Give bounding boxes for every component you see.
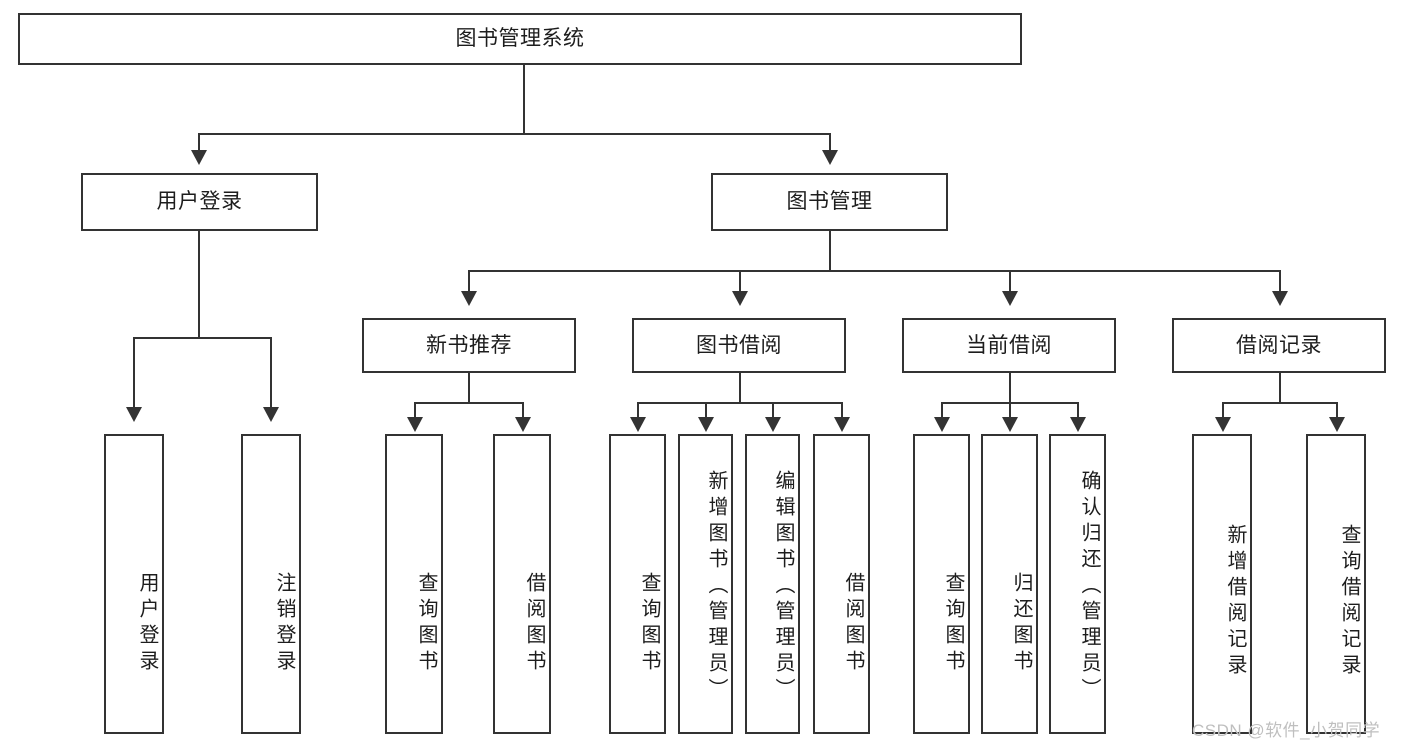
node-label: 当前借阅 [966,333,1052,357]
node-label: 确认归还（管理员） [1078,470,1100,704]
connector-borrow-record-stem [1279,373,1281,403]
connector-root-to-book-manage [829,133,831,153]
node-label: 查询借阅记录 [1338,524,1360,680]
arrowhead-leaf-borrow-book-1 [515,417,531,432]
leaf-borrow-book-2[interactable]: 借阅图书 [813,434,870,734]
node-label: 查询图书 [415,572,437,676]
node-book-management-system[interactable]: 图书管理系统 [18,13,1022,65]
connector-user-login-to-leaf-1 [133,337,135,410]
connector-br-leaf-1 [1222,402,1224,420]
connector-to-book-borrow [739,270,741,294]
connector-user-login-bus [133,337,272,339]
connector-cb-leaf-2 [1009,402,1011,420]
arrowhead-leaf-logout-login [263,407,279,422]
arrowhead-leaf-return-book [1002,417,1018,432]
connector-user-login-to-leaf-2 [270,337,272,410]
arrowhead-leaf-confirm-return [1070,417,1086,432]
node-borrow-record[interactable]: 借阅记录 [1172,318,1386,373]
arrowhead-borrow-record [1272,291,1288,306]
arrowhead-leaf-user-login [126,407,142,422]
arrowhead-leaf-query-record [1329,417,1345,432]
connector-new-book-recommend-bus [414,402,524,404]
arrowhead-leaf-add-book [698,417,714,432]
connector-bb-leaf-4 [841,402,843,420]
leaf-confirm-return[interactable]: 确认归还（管理员） [1049,434,1106,734]
connector-borrow-record-bus [1222,402,1338,404]
leaf-query-book-1[interactable]: 查询图书 [385,434,443,734]
connector-nbr-leaf-2 [522,402,524,420]
node-label: 查询图书 [942,572,964,676]
node-label: 新增借阅记录 [1224,524,1246,680]
connector-to-new-book-recommend [468,270,470,294]
connector-cb-leaf-1 [941,402,943,420]
connector-to-current-borrow [1009,270,1011,294]
node-label: 图书管理系统 [455,27,585,51]
connector-book-borrow-stem [739,373,741,403]
leaf-edit-book[interactable]: 编辑图书（管理员） [745,434,800,734]
arrowhead-book-borrow [732,291,748,306]
node-label: 用户登录 [136,572,158,676]
connector-root-to-user-login [198,133,200,153]
node-label: 借阅记录 [1236,333,1322,357]
node-current-borrow[interactable]: 当前借阅 [902,318,1116,373]
leaf-query-book-2[interactable]: 查询图书 [609,434,666,734]
arrowhead-leaf-borrow-book-2 [834,417,850,432]
leaf-user-login[interactable]: 用户登录 [104,434,164,734]
connector-nbr-leaf-1 [414,402,416,420]
node-label: 图书借阅 [696,333,782,357]
connector-current-borrow-stem [1009,373,1011,403]
arrowhead-new-book-recommend [461,291,477,306]
connector-bb-leaf-3 [772,402,774,420]
arrowhead-leaf-add-record [1215,417,1231,432]
leaf-logout-login[interactable]: 注销登录 [241,434,301,734]
node-label: 新增图书（管理员） [705,470,727,704]
arrowhead-leaf-edit-book [765,417,781,432]
connector-level3-bus [468,270,1281,272]
connector-bb-leaf-2 [705,402,707,420]
connector-root-bus [198,133,831,135]
connector-br-leaf-2 [1336,402,1338,420]
node-label: 新书推荐 [426,333,512,357]
leaf-borrow-book-1[interactable]: 借阅图书 [493,434,551,734]
leaf-return-book[interactable]: 归还图书 [981,434,1038,734]
connector-book-manage-stem [829,231,831,271]
connector-to-borrow-record [1279,270,1281,294]
arrowhead-leaf-query-book-3 [934,417,950,432]
arrowhead-leaf-query-book-1 [407,417,423,432]
node-new-book-recommend[interactable]: 新书推荐 [362,318,576,373]
node-label: 图书管理 [786,190,873,214]
node-label: 编辑图书（管理员） [772,470,794,704]
leaf-add-record[interactable]: 新增借阅记录 [1192,434,1252,734]
arrowhead-leaf-query-book-2 [630,417,646,432]
connector-new-book-recommend-stem [468,373,470,403]
connector-user-login-stem [198,231,200,338]
arrowhead-current-borrow [1002,291,1018,306]
node-label: 注销登录 [273,572,295,676]
connector-root-stem [523,65,525,134]
connector-book-borrow-bus [637,402,843,404]
node-label: 查询图书 [638,572,660,676]
leaf-query-record[interactable]: 查询借阅记录 [1306,434,1366,734]
connector-bb-leaf-1 [637,402,639,420]
connector-cb-leaf-3 [1077,402,1079,420]
node-label: 借阅图书 [523,572,545,676]
node-user-login[interactable]: 用户登录 [81,173,318,231]
node-book-management[interactable]: 图书管理 [711,173,948,231]
leaf-query-book-3[interactable]: 查询图书 [913,434,970,734]
arrowhead-book-manage [822,150,838,165]
node-book-borrow[interactable]: 图书借阅 [632,318,846,373]
leaf-add-book[interactable]: 新增图书（管理员） [678,434,733,734]
node-label: 借阅图书 [842,572,864,676]
node-label: 归还图书 [1010,572,1032,676]
node-label: 用户登录 [156,190,243,214]
csdn-watermark: CSDN @软件_小贺同学 [1192,721,1381,740]
arrowhead-user-login [191,150,207,165]
